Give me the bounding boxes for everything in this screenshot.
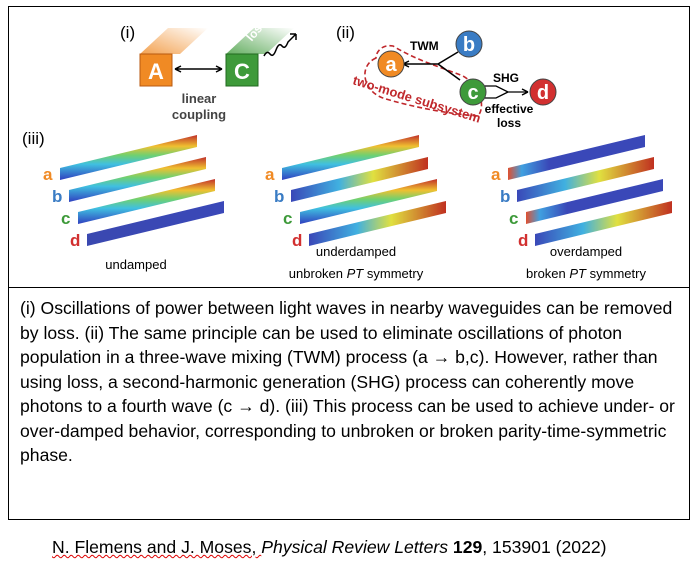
case-label: underdamped [316,244,396,259]
shg-label: SHG [493,71,519,85]
waveguide-c-beam [226,28,294,54]
loss-wave-icon [263,33,297,57]
mode-b-node [455,30,483,58]
effective-loss-line2: loss [497,116,521,130]
row-label-c: c [509,209,518,228]
row-label-b: b [500,187,510,206]
figure-frame [8,6,690,520]
case-label: undamped [105,257,166,272]
figure-caption: (i) Oscillations of power between light … [20,298,675,465]
twm-label: TWM [410,39,439,53]
waveguide-strip-b [517,157,654,202]
citation-journal: Physical Review Letters [261,537,449,557]
row-label-a: a [491,165,501,184]
shg-arrow-icon [480,85,528,99]
panel-iii-label: (iii) [22,129,45,148]
effective-loss-line1: effective [485,102,534,116]
waveguide-strip-d [87,201,224,246]
citation: N. Flemens and J. Moses, Physical Review… [52,537,607,558]
waveguide-strip-b [291,157,428,202]
row-label-a: a [265,165,275,184]
panel-i-label: (i) [120,23,135,42]
waveguide-strip-c [300,179,437,224]
mode-b-label: b [463,34,475,56]
row-label-b: b [52,187,62,206]
case-sublabel: unbroken PT symmetry [289,266,424,281]
mode-a-node [377,50,405,78]
mode-c-label: c [467,82,478,104]
row-label-d: d [292,231,302,250]
coupling-label-line1: linear [182,91,217,106]
waveguide-strip-a [60,135,197,180]
waveguide-strip-d [535,201,672,246]
row-label-a: a [43,165,53,184]
citation-rest: , 153901 (2022) [482,537,607,557]
waveguide-strip-b [69,157,206,202]
citation-volume: 129 [452,537,483,557]
waveguide-a-beam [140,28,208,54]
row-label-c: c [61,209,70,228]
case-sublabel: broken PT symmetry [526,266,646,281]
mode-d-node [529,78,557,106]
citation-authors: N. Flemens and J. Moses, [52,537,262,557]
coupling-label-line2: coupling [172,107,226,122]
waveguide-a-label: A [148,59,164,84]
row-label-c: c [283,209,292,228]
waveguide-strip-c [78,179,215,224]
waveguide-strip-a [508,135,645,180]
waveguide-strip-a [282,135,419,180]
waveguide-strip-d [309,201,446,246]
mode-a-label: a [385,54,397,76]
row-label-d: d [70,231,80,250]
waveguide-strip-c [526,179,663,224]
coupling-arrow-icon [174,65,223,73]
mode-d-label: d [537,82,549,104]
waveguide-c-box [225,53,259,87]
waveguide-a-box [139,53,173,87]
row-label-d: d [518,231,528,250]
twm-arrows-icon [402,51,461,81]
waveguide-c-label: C [234,59,250,84]
row-label-b: b [274,187,284,206]
figure-panel: (i) A C loss linear coupling (ii) a b c … [8,6,690,288]
panel-ii-label: (ii) [336,23,355,42]
shg-arrowhead-icon [521,88,529,96]
figure-graphic: (i) A C loss linear coupling (ii) a b c … [22,16,672,281]
mode-c-node [459,78,487,106]
case-label: overdamped [550,244,622,259]
